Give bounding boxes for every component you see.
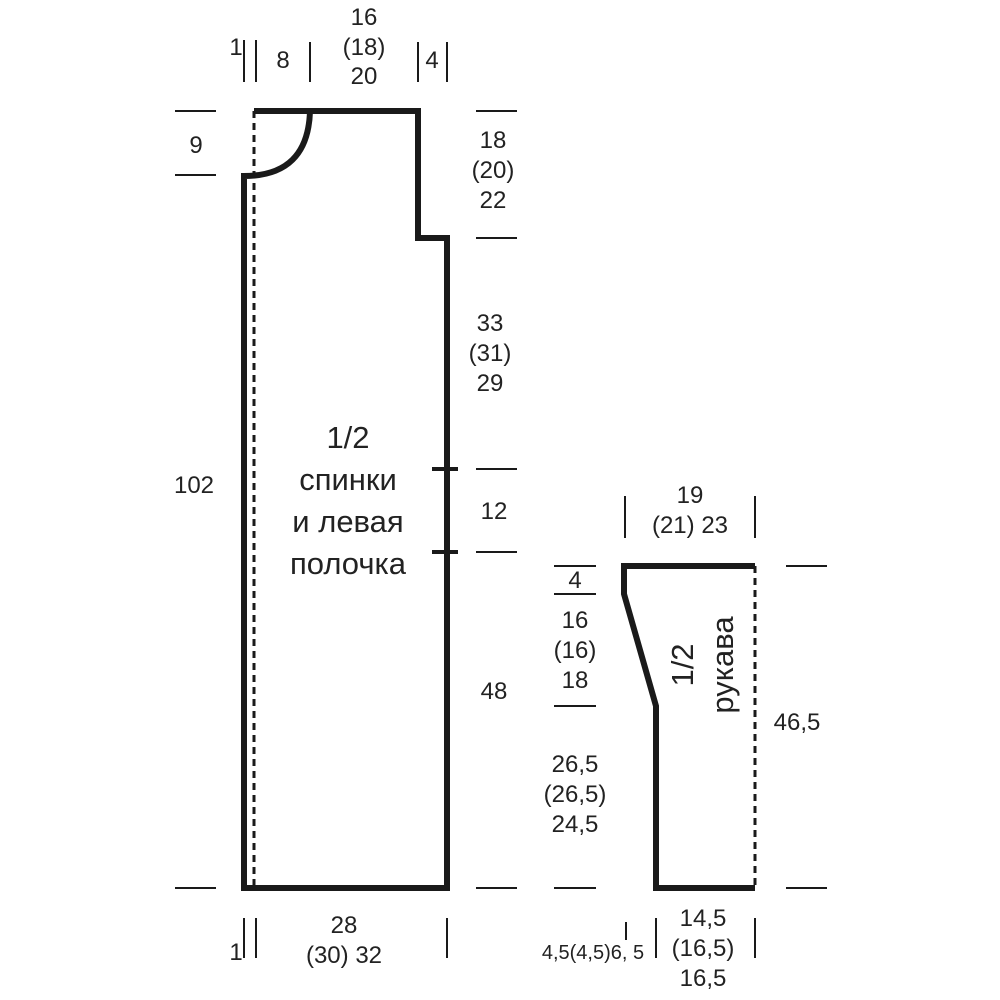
- dim-sleeve-bottom-right-2: (16,5): [672, 935, 735, 962]
- dim-top-right: 4: [425, 47, 438, 74]
- dim-sleeve-bottom-left: 4,5(4,5)6, 5: [542, 942, 644, 964]
- sleeve-bottom-dimensions: 4,5(4,5)6, 5 14,5 (16,5) 16,5: [542, 905, 756, 992]
- sleeve-left-dimensions: 4 16 (16) 18 26,5 (26,5) 24,5: [544, 565, 607, 889]
- body-top-dimensions: 1 8 16 (18) 20 4: [229, 4, 448, 90]
- dim-sleeve-top-step: 4: [568, 567, 581, 594]
- sleeve-top-dimensions: 19 (21) 23: [624, 482, 756, 539]
- body-left-dimensions: 9 102: [174, 110, 216, 889]
- dim-sleeve-slope-3: 18: [562, 667, 589, 694]
- dim-neck-depth: 9: [189, 132, 202, 159]
- dim-bottom-left-edge: 1: [229, 939, 242, 966]
- body-title-line-3: и левая: [292, 504, 403, 539]
- dim-section-b: 12: [481, 498, 508, 525]
- dim-bottom-width-2: (30) 32: [306, 942, 382, 969]
- sleeve-right-dimensions: 46,5: [774, 565, 827, 889]
- body-piece: 1/2 спинки и левая полочка 1 8 16 (18) 2…: [174, 4, 517, 969]
- dim-bottom-width-1: 28: [331, 912, 358, 939]
- dim-section-c: 48: [481, 678, 508, 705]
- dim-sleeve-slope-1: 16: [562, 607, 589, 634]
- dim-sleeve-lower-3: 24,5: [552, 811, 599, 838]
- dim-sleeve-slope-2: (16): [554, 637, 597, 664]
- body-title-line-2: спинки: [299, 462, 397, 497]
- dim-total-height: 102: [174, 472, 214, 499]
- dim-sleeve-lower-1: 26,5: [552, 751, 599, 778]
- dim-sleeve-top-1: 19: [677, 482, 704, 509]
- body-title-line-1: 1/2: [326, 420, 369, 455]
- dim-section-a-1: 33: [477, 310, 504, 337]
- dim-top-neck-3: 20: [351, 63, 378, 90]
- dim-top-left-edge: 1: [229, 34, 242, 61]
- sleeve-title-line-2: рукава: [705, 616, 740, 714]
- sleeve-title-line-1: 1/2: [665, 643, 700, 686]
- body-bottom-dimensions: 1 28 (30) 32: [229, 912, 448, 969]
- sleeve-piece: 1/2 рукава 19 (21) 23 4 16 (16) 18 26,5 …: [542, 482, 827, 992]
- sleeve-outline: [621, 563, 755, 891]
- dim-top-neck-1: 16: [351, 4, 378, 31]
- body-title-line-4: полочка: [290, 546, 407, 581]
- dim-sleeve-height: 46,5: [774, 709, 821, 736]
- dim-section-a-2: (31): [469, 340, 512, 367]
- dim-top-shoulder: 8: [276, 47, 289, 74]
- dim-sleeve-bottom-right-1: 14,5: [680, 905, 727, 932]
- dim-sleeve-top-2: (21) 23: [652, 512, 728, 539]
- dim-sleeve-bottom-right-3: 16,5: [680, 965, 727, 992]
- dim-armhole-1: 18: [480, 127, 507, 154]
- dim-armhole-2: (20): [472, 157, 515, 184]
- body-outline: [241, 108, 450, 891]
- dim-armhole-3: 22: [480, 187, 507, 214]
- dim-sleeve-lower-2: (26,5): [544, 781, 607, 808]
- dim-section-a-3: 29: [477, 370, 504, 397]
- body-right-dimensions: 18 (20) 22 33 (31) 29 12 48: [469, 110, 517, 889]
- dim-top-neck-2: (18): [343, 34, 386, 61]
